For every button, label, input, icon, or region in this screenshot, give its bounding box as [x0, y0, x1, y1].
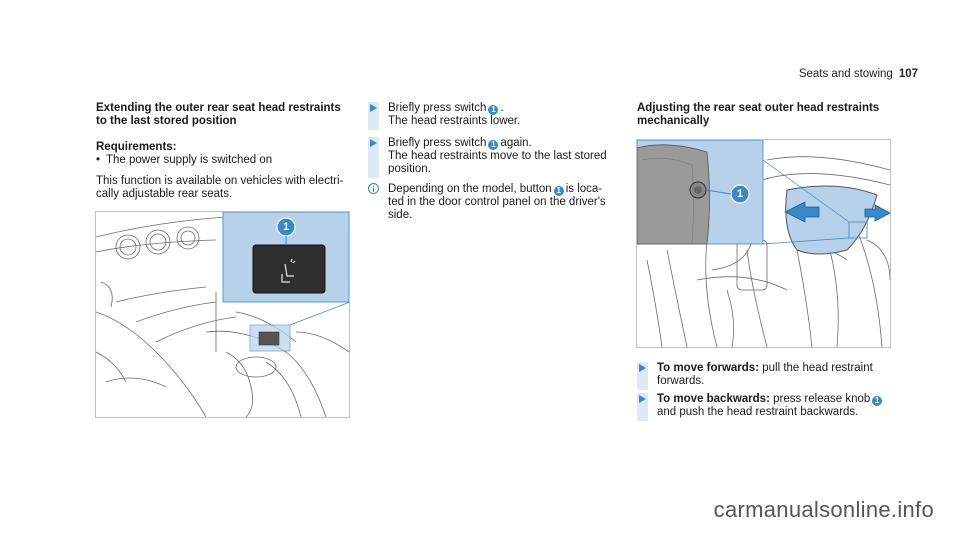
requirements-block: Requirements: • The power supply is switc…: [96, 141, 356, 167]
requirement-text: The power supply is switched on: [106, 154, 273, 166]
step2-end: again.: [500, 137, 532, 149]
info-line3: side.: [388, 209, 413, 221]
step-arrow-icon: [639, 364, 646, 372]
forwards-text: pull the head restraint: [762, 362, 873, 374]
page-number: 107: [898, 68, 918, 80]
knob-badge: 1: [872, 396, 883, 406]
switch-badge: 1: [553, 186, 564, 196]
watermark: carmanualsonline.info: [713, 497, 934, 522]
backwards-label: To move backwards:: [657, 393, 770, 405]
right-heading: Adjusting the rear seat outer head restr…: [637, 102, 897, 128]
switch-badge: 1: [488, 105, 499, 115]
page-header: Seats and stowing 107: [799, 68, 918, 80]
step-bar: [637, 362, 648, 390]
figure-console-switch: 1: [95, 211, 350, 418]
info-text: Depending on the model, button: [388, 183, 552, 195]
requirements-title: Requirements:: [96, 141, 177, 153]
info-icon: i: [368, 183, 379, 194]
left-heading: Extending the outer rear seat head restr…: [96, 102, 356, 128]
step-bar: [368, 102, 379, 130]
figure-callout-number: 1: [282, 221, 290, 233]
requirement-item: • The power supply is switched on: [96, 154, 356, 167]
step1-result: The head restraints lower.: [388, 115, 521, 127]
step-arrow-icon: [370, 104, 377, 112]
step-bar: [637, 393, 648, 421]
step-bar: [368, 137, 379, 178]
left-body-line1: This function is available on vehicles w…: [96, 175, 344, 187]
right-heading-line1: Adjusting the rear seat outer head restr…: [637, 102, 880, 114]
backwards-text-line2: and push the head restraint backwards.: [657, 406, 859, 418]
step1-text: Briefly press switch: [388, 102, 487, 114]
switch-badge: 1: [488, 140, 499, 150]
section-title: Seats and stowing: [798, 68, 893, 80]
figure-callout-number: 1: [736, 188, 744, 200]
console-illustration: [96, 212, 349, 417]
figure-head-restraint: 1: [636, 139, 891, 348]
step-move-forwards: To move forwards: pull the head restrain…: [637, 362, 912, 390]
info-line2: ted in the door control panel on the dri…: [388, 196, 606, 208]
forwards-text-line2: forwards.: [657, 375, 705, 387]
step1-end: .: [500, 102, 504, 114]
left-body-text: This function is available on vehicles w…: [96, 175, 356, 201]
right-heading-line2: mechanically: [637, 115, 710, 127]
step-arrow-icon: [370, 139, 377, 147]
left-body-line2: cally adjustable rear seats.: [96, 188, 233, 200]
backwards-text: press release knob: [773, 393, 871, 405]
info-text-end: is loca-: [565, 183, 603, 195]
step2-result-line2: position.: [388, 163, 431, 175]
step2-text: Briefly press switch: [388, 137, 487, 149]
step2-result-line1: The head restraints move to the last sto…: [388, 150, 607, 162]
forwards-label: To move forwards:: [657, 362, 760, 374]
step-arrow-icon: [639, 395, 646, 403]
head-restraint-illustration: [637, 140, 890, 347]
left-heading-line1: Extending the outer rear seat head restr…: [96, 102, 341, 114]
left-heading-line2: to the last stored position: [96, 115, 237, 127]
bullet-icon: •: [96, 154, 101, 166]
